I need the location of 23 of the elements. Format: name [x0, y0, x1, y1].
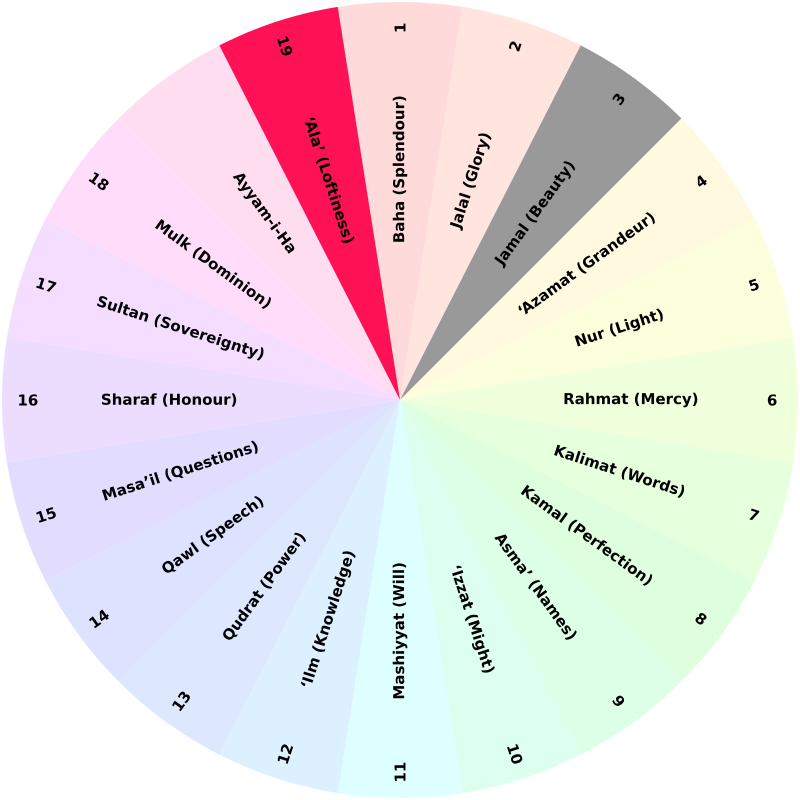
month-name: Rahmat (Mercy) [564, 392, 698, 408]
month-number: 4 [698, 175, 707, 187]
month-number: 14 [88, 610, 109, 628]
month-number: 12 [278, 744, 294, 764]
month-number: 13 [172, 692, 190, 712]
month-name: Mashiyyat (Will) [392, 563, 408, 698]
month-number: 17 [36, 278, 57, 292]
month-number: 3 [612, 94, 624, 106]
month-name: Sharaf (Honour) [102, 393, 236, 407]
month-number: 8 [696, 612, 707, 625]
month-name: Baha (Splendour) [392, 96, 408, 242]
month-number: 9 [612, 696, 624, 706]
month-number: 18 [88, 172, 109, 190]
month-number: 19 [277, 36, 292, 56]
month-number: 2 [509, 42, 522, 52]
month-number: 5 [748, 278, 759, 291]
month-number: 6 [768, 394, 777, 406]
month-number: 7 [749, 508, 760, 520]
month-number: 16 [19, 394, 38, 406]
month-number: 11 [394, 762, 406, 781]
month-number: 1 [394, 24, 406, 32]
month-number: 15 [36, 507, 56, 523]
month-number: 10 [507, 744, 522, 764]
